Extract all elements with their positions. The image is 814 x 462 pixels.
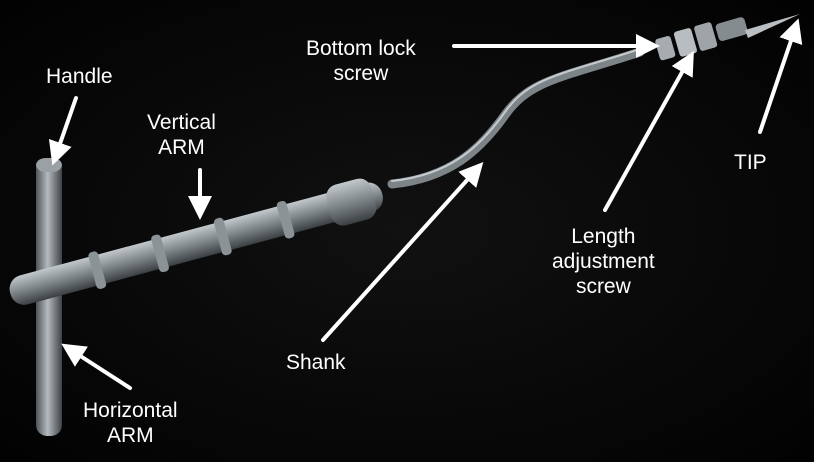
vertical-arm-label: Vertical ARM — [147, 111, 216, 159]
horizontal-arm-arrow — [61, 343, 132, 390]
shank-label: Shank — [286, 351, 346, 374]
handle-label: Handle — [46, 65, 113, 88]
bottom-lock-screw-label: Bottom lock screw — [306, 37, 416, 85]
length-adjustment-screw-label: Length adjustment screw — [552, 225, 655, 298]
shank — [387, 47, 645, 189]
screw-assembly — [655, 17, 748, 61]
tip-label: TIP — [734, 151, 767, 174]
tip-arrow — [758, 18, 803, 134]
handle-arrow — [48, 96, 78, 166]
shank-arrow — [321, 162, 484, 342]
instrument-shaft — [9, 178, 383, 305]
horizontal-arm-label: Horizontal ARM — [83, 399, 178, 447]
length-adjustment-screw-arrow — [603, 51, 694, 212]
